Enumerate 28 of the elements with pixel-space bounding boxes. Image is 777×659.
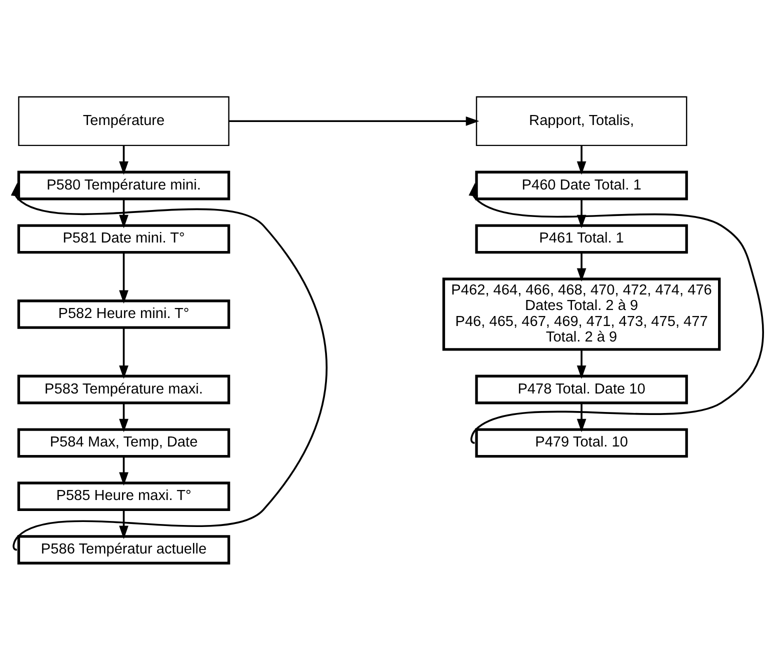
arrow [228, 116, 480, 126]
node-box: P462, 464, 466, 468, 470, 472, 474, 476 Dates Total. 2 à 9 P46, 465, 467, 469, 471, 473, 475, 477 Total. 2 à 9 [442, 277, 721, 350]
node-box: P479 Total. 10 [475, 428, 688, 458]
arrow [576, 252, 586, 282]
node-box: P461 Total. 1 [475, 224, 688, 254]
arrow [119, 198, 128, 228]
node-box: Rapport, Totalis, [476, 96, 688, 146]
arrow [119, 509, 128, 539]
node-box: P583 Température maxi. [17, 374, 230, 404]
arrow [119, 402, 128, 432]
node-box: P581 Date mini. T° [17, 224, 230, 254]
arrow [576, 145, 586, 174]
node-box: P582 Heure mini. T° [17, 299, 230, 328]
node-box: P585 Heure maxi. T° [17, 481, 230, 511]
arrow [119, 145, 128, 174]
node-box: P586 Températur actuelle [17, 534, 230, 564]
node-box: P584 Max, Temp, Date [17, 428, 230, 458]
arrow [119, 327, 128, 378]
node-box: P460 Date Total. 1 [475, 170, 688, 200]
node-box: Température [18, 96, 230, 146]
arrow [576, 402, 586, 432]
arrow [119, 252, 128, 304]
arrow [10, 182, 328, 550]
arrow [576, 349, 586, 378]
node-box: P580 Température mini. [17, 170, 230, 200]
node-box: P478 Total. Date 10 [475, 374, 688, 404]
arrow [468, 182, 764, 443]
arrow [119, 456, 128, 486]
